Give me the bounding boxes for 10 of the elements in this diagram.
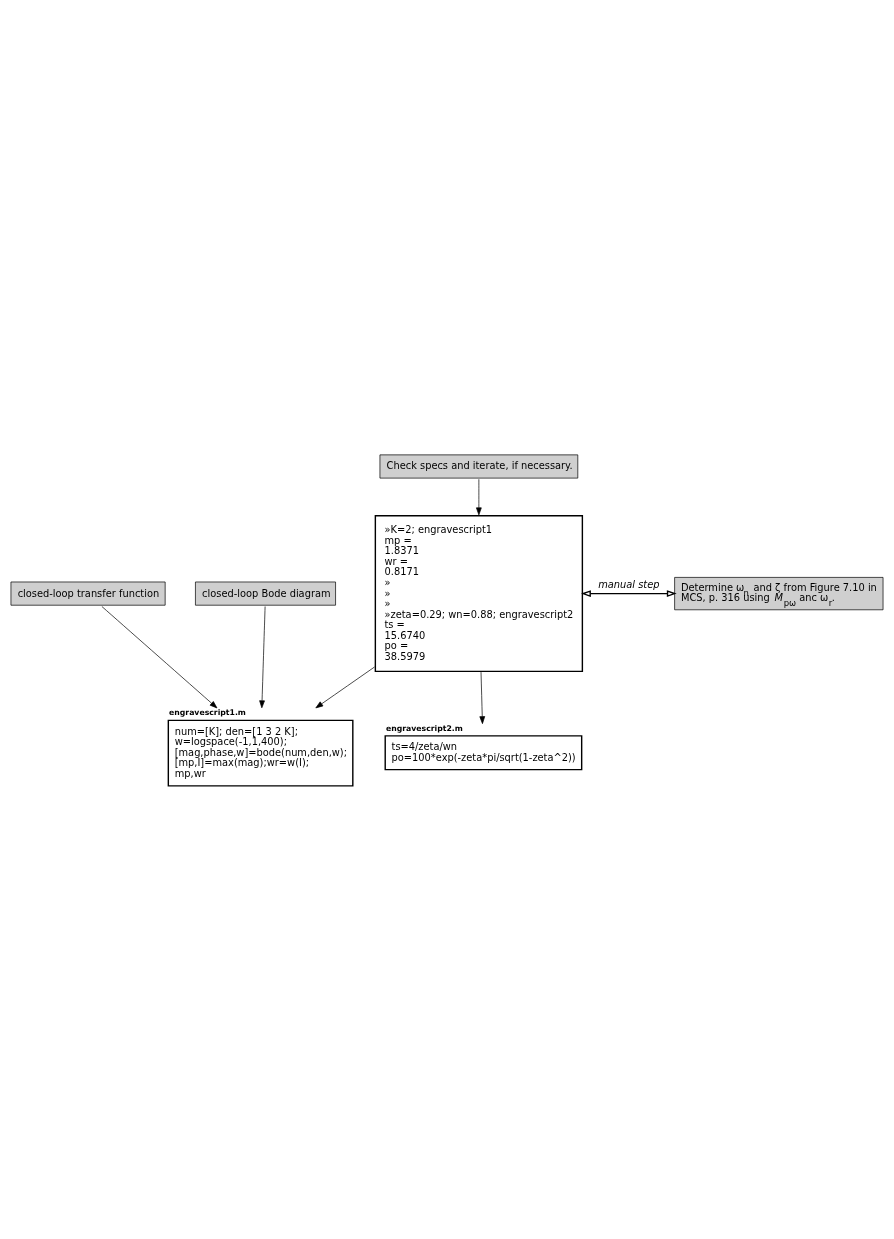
arrow bbox=[259, 605, 266, 708]
arrow bbox=[315, 666, 375, 708]
arrow bbox=[101, 605, 218, 708]
node-box: ts=4/zeta/wn po=100*exp(-zeta*pi/sqrt(1-zeta^2)) bbox=[384, 734, 583, 770]
node-box: num=[K]; den=[1 3 2 K]; w=logspace(-1,1,400); [mag,phase,w]=bode(num,den,w); [mp,I]=max(mag);wr=w(I); mp,wr bbox=[167, 719, 354, 787]
arrow bbox=[476, 478, 482, 515]
arrow bbox=[581, 589, 677, 597]
node-box: »K=2; engravescript1 mp = 1.8371 wr = 0.8171 » » » »zeta=0.29; wn=0.88; engravescript2 ts = 15.6740 po = 38.5979 bbox=[374, 514, 584, 672]
edge-label: manual step bbox=[598, 578, 660, 590]
arrow bbox=[479, 671, 486, 724]
